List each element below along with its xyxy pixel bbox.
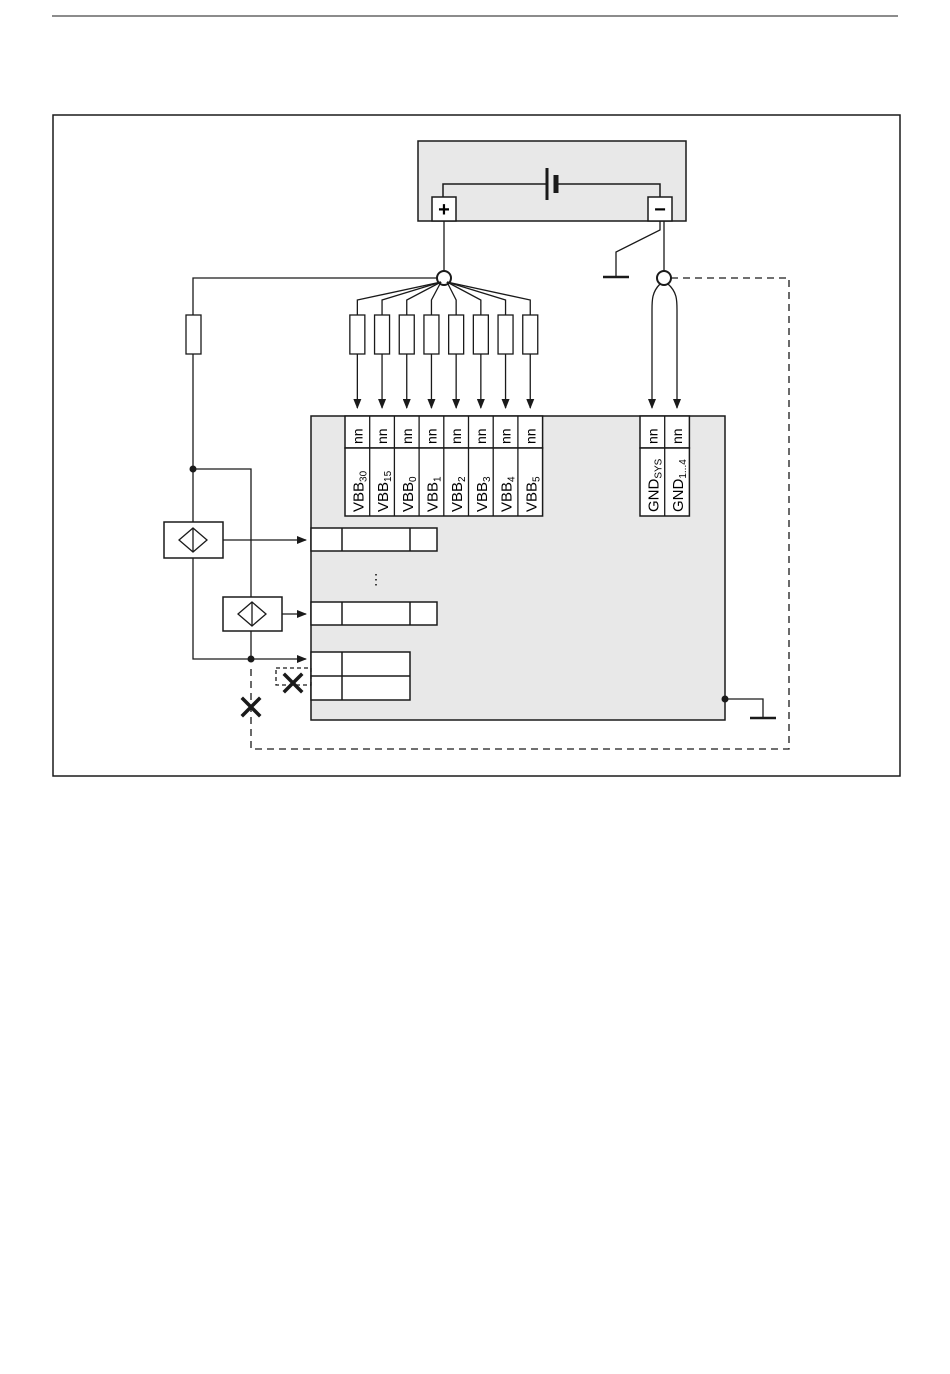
- pin-number: nn: [522, 428, 538, 444]
- sensor-1: [164, 522, 306, 558]
- fuse-icon: [424, 315, 439, 354]
- fuse-icon: [523, 315, 538, 354]
- pin-number: nn: [669, 428, 685, 444]
- pin-label-base: VBB: [350, 482, 367, 512]
- pin-number: nn: [349, 428, 365, 444]
- pin-label-sub: 1...4: [678, 459, 689, 479]
- pin-label-base: VBB: [499, 482, 516, 512]
- pin-label-sub: 2: [457, 476, 468, 482]
- pin-number: nn: [498, 428, 514, 444]
- supply-fanout: [350, 282, 538, 408]
- supply-pin-block: nnVBB30nnVBB15nnVBB0nnVBB1nnVBB2nnVBB3nn…: [345, 416, 543, 516]
- ground-fanout: [652, 284, 677, 408]
- x-mark-icon: [285, 675, 301, 691]
- module-ground: [722, 696, 777, 719]
- pin-number: nn: [399, 428, 415, 444]
- fuse-icon: [350, 315, 365, 354]
- pin-label-base: GND: [645, 479, 662, 513]
- fuse-icon: [498, 315, 513, 354]
- pin-label-base: GND: [670, 479, 687, 513]
- pin-label-base: VBB: [400, 482, 417, 512]
- pin-number: nn: [644, 428, 660, 444]
- pin-label-sub: 3: [482, 476, 493, 482]
- pin-number: nn: [473, 428, 489, 444]
- pin-label-base: VBB: [449, 482, 466, 512]
- pin-label-sub: 1: [432, 476, 443, 482]
- fuse-icon: [449, 315, 464, 354]
- pin-label-sub: 4: [507, 476, 518, 482]
- x-mark-icon: [243, 699, 259, 715]
- pin-label-sub: 15: [383, 470, 394, 482]
- pin-label-base: VBB: [474, 482, 491, 512]
- pin-label-sub: 30: [358, 470, 369, 482]
- pin-number: nn: [423, 428, 439, 444]
- battery-box: + −: [418, 141, 686, 221]
- fuse-icon: [186, 315, 201, 354]
- pin-label-base: VBB: [375, 482, 392, 512]
- input-connector-3: [311, 652, 410, 700]
- pin-number: nn: [374, 428, 390, 444]
- pin-label-sub: 5: [531, 476, 542, 482]
- minus-terminal-label: −: [654, 199, 666, 221]
- fuse-icon: [399, 315, 414, 354]
- fuse-icon: [473, 315, 488, 354]
- pin-number: nn: [448, 428, 464, 444]
- input-connector-2: [311, 602, 437, 625]
- fuse-icon: [375, 315, 390, 354]
- plus-terminal-label: +: [438, 199, 450, 221]
- pin-label-base: VBB: [424, 482, 441, 512]
- pin-label-sub: 0: [408, 476, 419, 482]
- minus-wiring: [603, 221, 664, 277]
- input-connector-1: [311, 528, 437, 551]
- pin-label-sub: SYS: [653, 458, 664, 478]
- sensor-2: [223, 597, 306, 631]
- ellipsis: ⋮: [369, 571, 383, 587]
- junction-node-icon: [657, 271, 671, 285]
- pin-label-base: VBB: [523, 482, 540, 512]
